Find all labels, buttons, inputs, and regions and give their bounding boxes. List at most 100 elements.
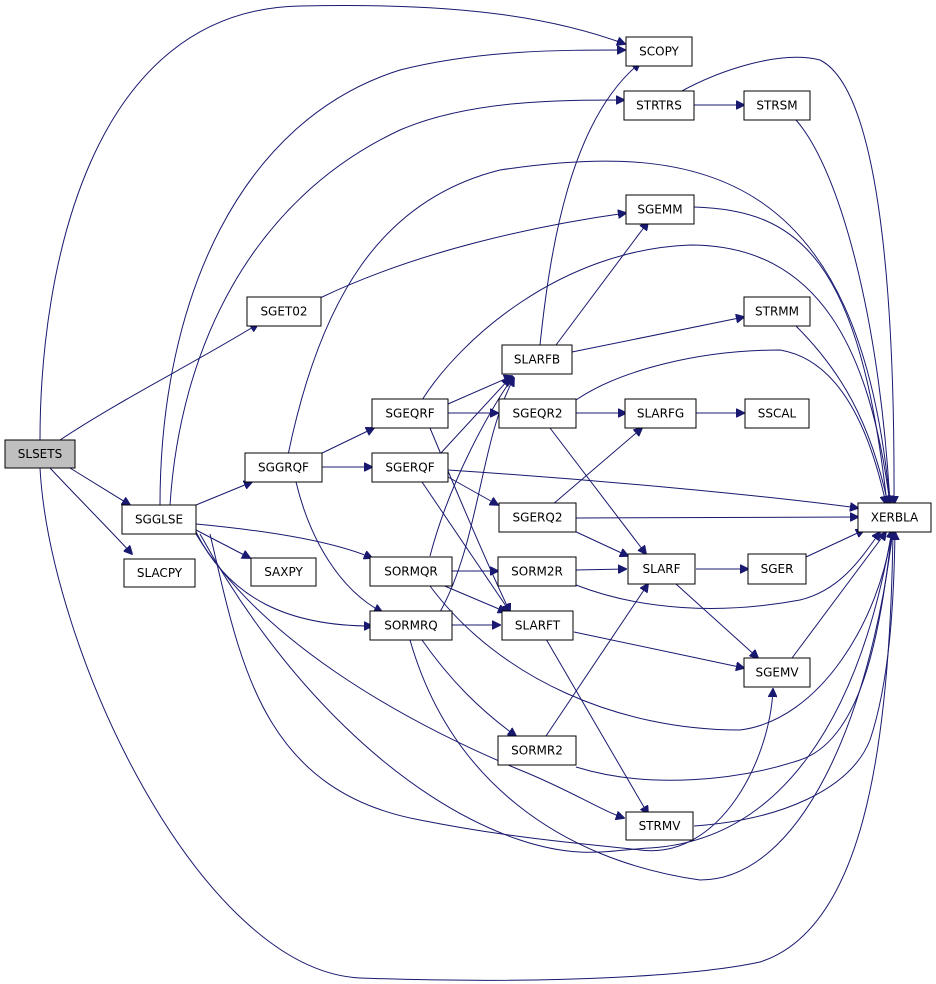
node-xerbla[interactable]: XERBLA — [857, 502, 932, 533]
edge-slsets-slacpy — [49, 467, 132, 554]
node-slsets[interactable]: SLSETS — [4, 439, 76, 469]
edge-sormqr-xerbla — [429, 530, 892, 731]
edge-strtrs-xerbla — [679, 56, 894, 504]
edge-sgglse-strmv — [195, 533, 624, 818]
node-label-xerbla: XERBLA — [871, 511, 919, 525]
node-label-slsets: SLSETS — [18, 447, 62, 461]
edge-sormqr-slarft — [439, 583, 506, 612]
node-sgeqr2[interactable]: SGEQR2 — [498, 398, 577, 429]
node-label-sscal: SSCAL — [758, 407, 797, 421]
edge-sgeqr2-slarf — [549, 427, 646, 554]
node-sgerqf[interactable]: SGERQF — [371, 452, 449, 483]
node-sgeqrf[interactable]: SGEQRF — [371, 398, 449, 429]
edge-sgerqf-xerbla — [447, 469, 858, 508]
edge-strsm-xerbla — [795, 119, 890, 504]
node-sgerq2[interactable]: SGERQ2 — [498, 502, 577, 533]
node-sget02[interactable]: SGET02 — [246, 296, 322, 327]
edge-sgglse-scopy — [159, 50, 625, 506]
edge-sgglse-saxpy — [195, 529, 250, 558]
edge-sgemm-xerbla — [693, 206, 887, 504]
node-label-sorm2r: SORM2R — [511, 565, 563, 579]
node-label-strsm: STRSM — [756, 99, 797, 113]
edge-sgerq2-xerbla — [575, 517, 858, 518]
node-label-sgerq2: SGERQ2 — [513, 511, 563, 525]
edge-sgerqf-slarfb — [439, 378, 510, 455]
node-slacpy[interactable]: SLACPY — [123, 558, 196, 588]
edge-slsets-scopy — [39, 4, 625, 441]
node-label-sgemm: SGEMM — [637, 203, 682, 217]
node-strtrs[interactable]: STRTRS — [623, 90, 695, 121]
node-sgemv[interactable]: SGEMV — [743, 657, 811, 688]
edge-sggrqf-sormrq — [295, 481, 382, 612]
edges — [39, 4, 895, 981]
node-slarfb[interactable]: SLARFB — [501, 344, 573, 375]
edge-slarfb-sgemm — [555, 222, 648, 346]
node-label-sgeqrf: SGEQRF — [385, 407, 434, 421]
node-label-slacpy: SLACPY — [137, 566, 183, 580]
edge-sger-xerbla — [805, 530, 864, 558]
node-sgglse[interactable]: SGGLSE — [121, 504, 197, 535]
edge-slsets-sgglse — [69, 467, 130, 505]
edge-slarfb-strmm — [571, 317, 744, 353]
node-sormr2[interactable]: SORMR2 — [497, 735, 577, 766]
node-sscal[interactable]: SSCAL — [744, 398, 810, 429]
node-sggrqf[interactable]: SGGRQF — [244, 452, 323, 483]
edge-slarft-sgemv — [573, 631, 744, 668]
edge-sgglse-sgemv — [209, 533, 773, 852]
edge-sgerq2-slarf — [571, 529, 628, 556]
edge-sorm2r-xerbla — [575, 532, 880, 609]
node-slarft[interactable]: SLARFT — [501, 610, 574, 641]
node-slarfg[interactable]: SLARFG — [624, 398, 697, 429]
edge-sgglse-sormqr — [195, 523, 372, 558]
node-label-sger: SGER — [761, 562, 794, 576]
node-label-strtrs: STRTRS — [636, 99, 682, 113]
edge-sgglse-sggrqf — [195, 482, 252, 506]
node-label-sgeqr2: SGEQR2 — [513, 407, 563, 421]
edge-strmv-xerbla — [693, 532, 895, 827]
edge-slarf-sgemv — [675, 583, 758, 658]
node-label-sormqr: SORMQR — [384, 565, 438, 579]
edge-slarfb-scopy — [539, 63, 640, 346]
edge-sggrqf-xerbla — [287, 160, 890, 504]
edge-sgerq2-slarfg — [551, 428, 642, 506]
node-label-slarf: SLARF — [642, 562, 680, 576]
nodes: SLSETS SGGLSE SLACPY SGET02 SGGRQF SAXPY… — [4, 36, 932, 841]
edge-sormrq-sormr2 — [421, 639, 516, 736]
edge-slsets-xerbla — [39, 467, 893, 981]
edge-sgglse-strtrs — [169, 100, 624, 506]
node-label-sggrqf: SGGRQF — [258, 461, 309, 475]
edge-sgglse-xerbla — [199, 530, 892, 853]
node-label-strmm: STRMM — [755, 305, 799, 319]
edge-sormr2-slarf — [545, 584, 648, 737]
edge-sget02-sgemm — [319, 213, 626, 299]
node-label-sormrq: SORMRQ — [384, 619, 438, 633]
edge-slarft-strmv — [545, 638, 648, 814]
node-sgemm[interactable]: SGEMM — [625, 194, 695, 225]
node-slarf[interactable]: SLARF — [627, 553, 696, 585]
node-scopy[interactable]: SCOPY — [625, 36, 693, 67]
edge-sormqr-slarfb — [429, 377, 513, 557]
edge-strmm-xerbla — [795, 325, 888, 504]
node-label-strmv: STRMV — [639, 819, 682, 833]
edge-sgeqrf-xerbla — [421, 244, 890, 504]
node-label-slarfg: SLARFG — [637, 407, 684, 421]
node-label-sgglse: SGGLSE — [135, 513, 183, 527]
edge-sgemv-xerbla — [791, 532, 886, 659]
node-sorm2r[interactable]: SORM2R — [497, 556, 577, 587]
node-saxpy[interactable]: SAXPY — [250, 557, 317, 587]
node-strmm[interactable]: STRMM — [743, 296, 811, 327]
edge-sgeqr2-xerbla — [575, 349, 886, 504]
node-label-sgemv: SGEMV — [755, 666, 799, 680]
node-sormqr[interactable]: SORMQR — [369, 556, 453, 587]
node-sger[interactable]: SGER — [747, 553, 807, 585]
node-label-slarft: SLARFT — [515, 619, 561, 633]
edge-sorm2r-slarf — [575, 569, 626, 570]
node-label-sormr2: SORMR2 — [511, 744, 563, 758]
node-label-saxpy: SAXPY — [264, 565, 303, 579]
node-strmv[interactable]: STRMV — [625, 811, 694, 841]
node-label-scopy: SCOPY — [639, 45, 679, 59]
edge-slsets-sget02 — [59, 324, 258, 441]
node-strsm[interactable]: STRSM — [743, 90, 811, 121]
node-sormrq[interactable]: SORMRQ — [369, 610, 453, 641]
